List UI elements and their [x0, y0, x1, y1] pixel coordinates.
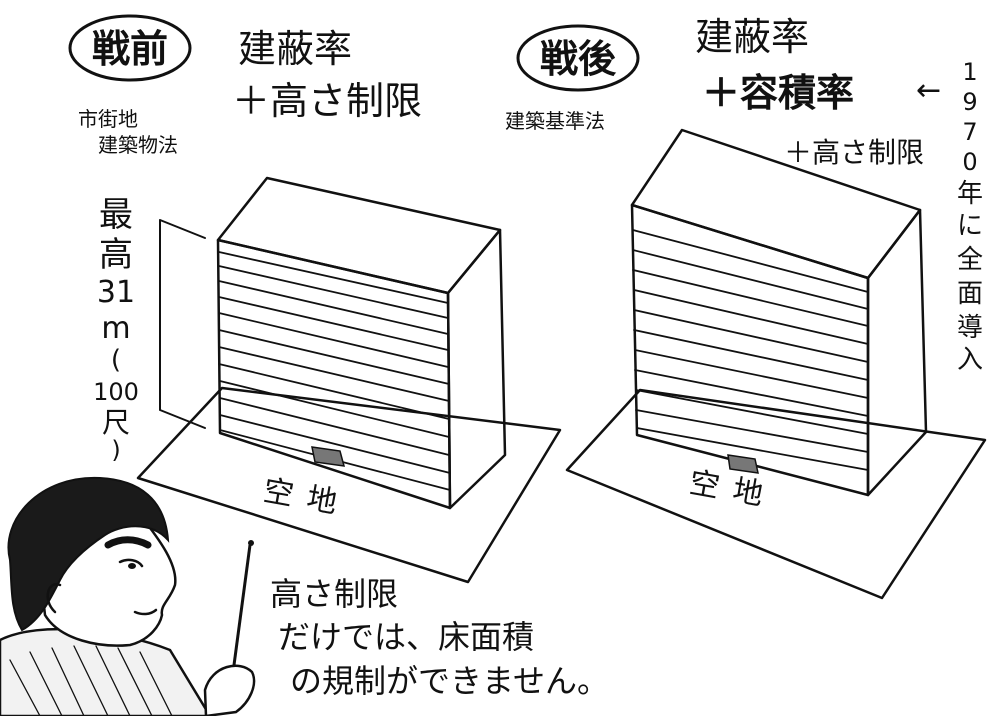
entrance-before [311, 446, 346, 467]
pointer-stick [230, 544, 252, 681]
svg-text:1: 1 [962, 58, 977, 86]
law-name-before-line2: 建築物法 [98, 133, 178, 157]
after-panel: 戦後 建築基準法 建蔽率 ＋容積率 ＋高さ制限 ← 1 9 7 0 年 に 全 … [505, 15, 987, 600]
svg-text:9: 9 [962, 88, 977, 116]
rule-after-line3: ＋高さ制限 [784, 136, 924, 169]
open-space-label-before: 空地 [261, 473, 354, 523]
rule-before-line2: ＋高さ制限 [232, 79, 422, 123]
building-after [630, 128, 928, 497]
before-panel: 戦前 市街地 建築物法 建蔽率 ＋高さ制限 最 高 31 m ( 100 尺 ) [68, 14, 562, 584]
hand [203, 664, 256, 716]
speech-line2: だけでは、床面積 [278, 618, 534, 656]
law-name-before-line1: 市街地 [78, 107, 138, 131]
era-label-after: 戦後 [540, 37, 617, 81]
note-arrow: ← [916, 73, 941, 108]
svg-text:尺: 尺 [102, 406, 130, 439]
era-label-before: 戦前 [92, 27, 168, 71]
ground-plane-after [565, 388, 987, 600]
floor-lines-after [632, 229, 869, 471]
speech-line3: の規制ができません。 [290, 662, 609, 700]
open-space-label-after: 空地 [687, 465, 780, 515]
svg-text:31: 31 [97, 275, 135, 310]
svg-text:最: 最 [99, 195, 133, 235]
note-vertical: 1 9 7 0 年 に 全 面 導 入 [957, 58, 983, 375]
speech-caption: 高さ制限 だけでは、床面積 の規制ができません。 [270, 575, 609, 700]
svg-text:面: 面 [957, 279, 983, 309]
svg-text:年: 年 [957, 179, 983, 209]
speech-line1: 高さ制限 [270, 575, 398, 613]
svg-text:m: m [101, 311, 130, 346]
svg-text:高: 高 [99, 235, 133, 275]
svg-text:100: 100 [93, 378, 139, 406]
rule-after-line2: ＋容積率 [702, 71, 854, 115]
era-badge-before [68, 14, 192, 82]
rule-before-line1: 建蔽率 [238, 27, 352, 71]
presenter-figure [0, 476, 256, 716]
svg-text:(: ( [111, 345, 121, 375]
height-dimension-line [159, 219, 206, 429]
svg-text:導: 導 [957, 313, 983, 343]
svg-text:): ) [111, 436, 120, 464]
svg-text:に: に [957, 211, 983, 241]
law-name-after: 建築基準法 [505, 109, 605, 133]
ground-plane-before [136, 386, 562, 584]
height-label: 最 高 31 m ( 100 尺 ) [93, 195, 139, 464]
era-badge-after [516, 24, 640, 92]
svg-text:0: 0 [962, 148, 977, 176]
svg-text:入: 入 [957, 345, 983, 375]
svg-text:7: 7 [962, 118, 977, 146]
entrance-after [727, 454, 759, 474]
svg-text:全: 全 [957, 245, 983, 275]
rule-after-line1: 建蔽率 [695, 15, 809, 59]
building-before [216, 176, 507, 510]
